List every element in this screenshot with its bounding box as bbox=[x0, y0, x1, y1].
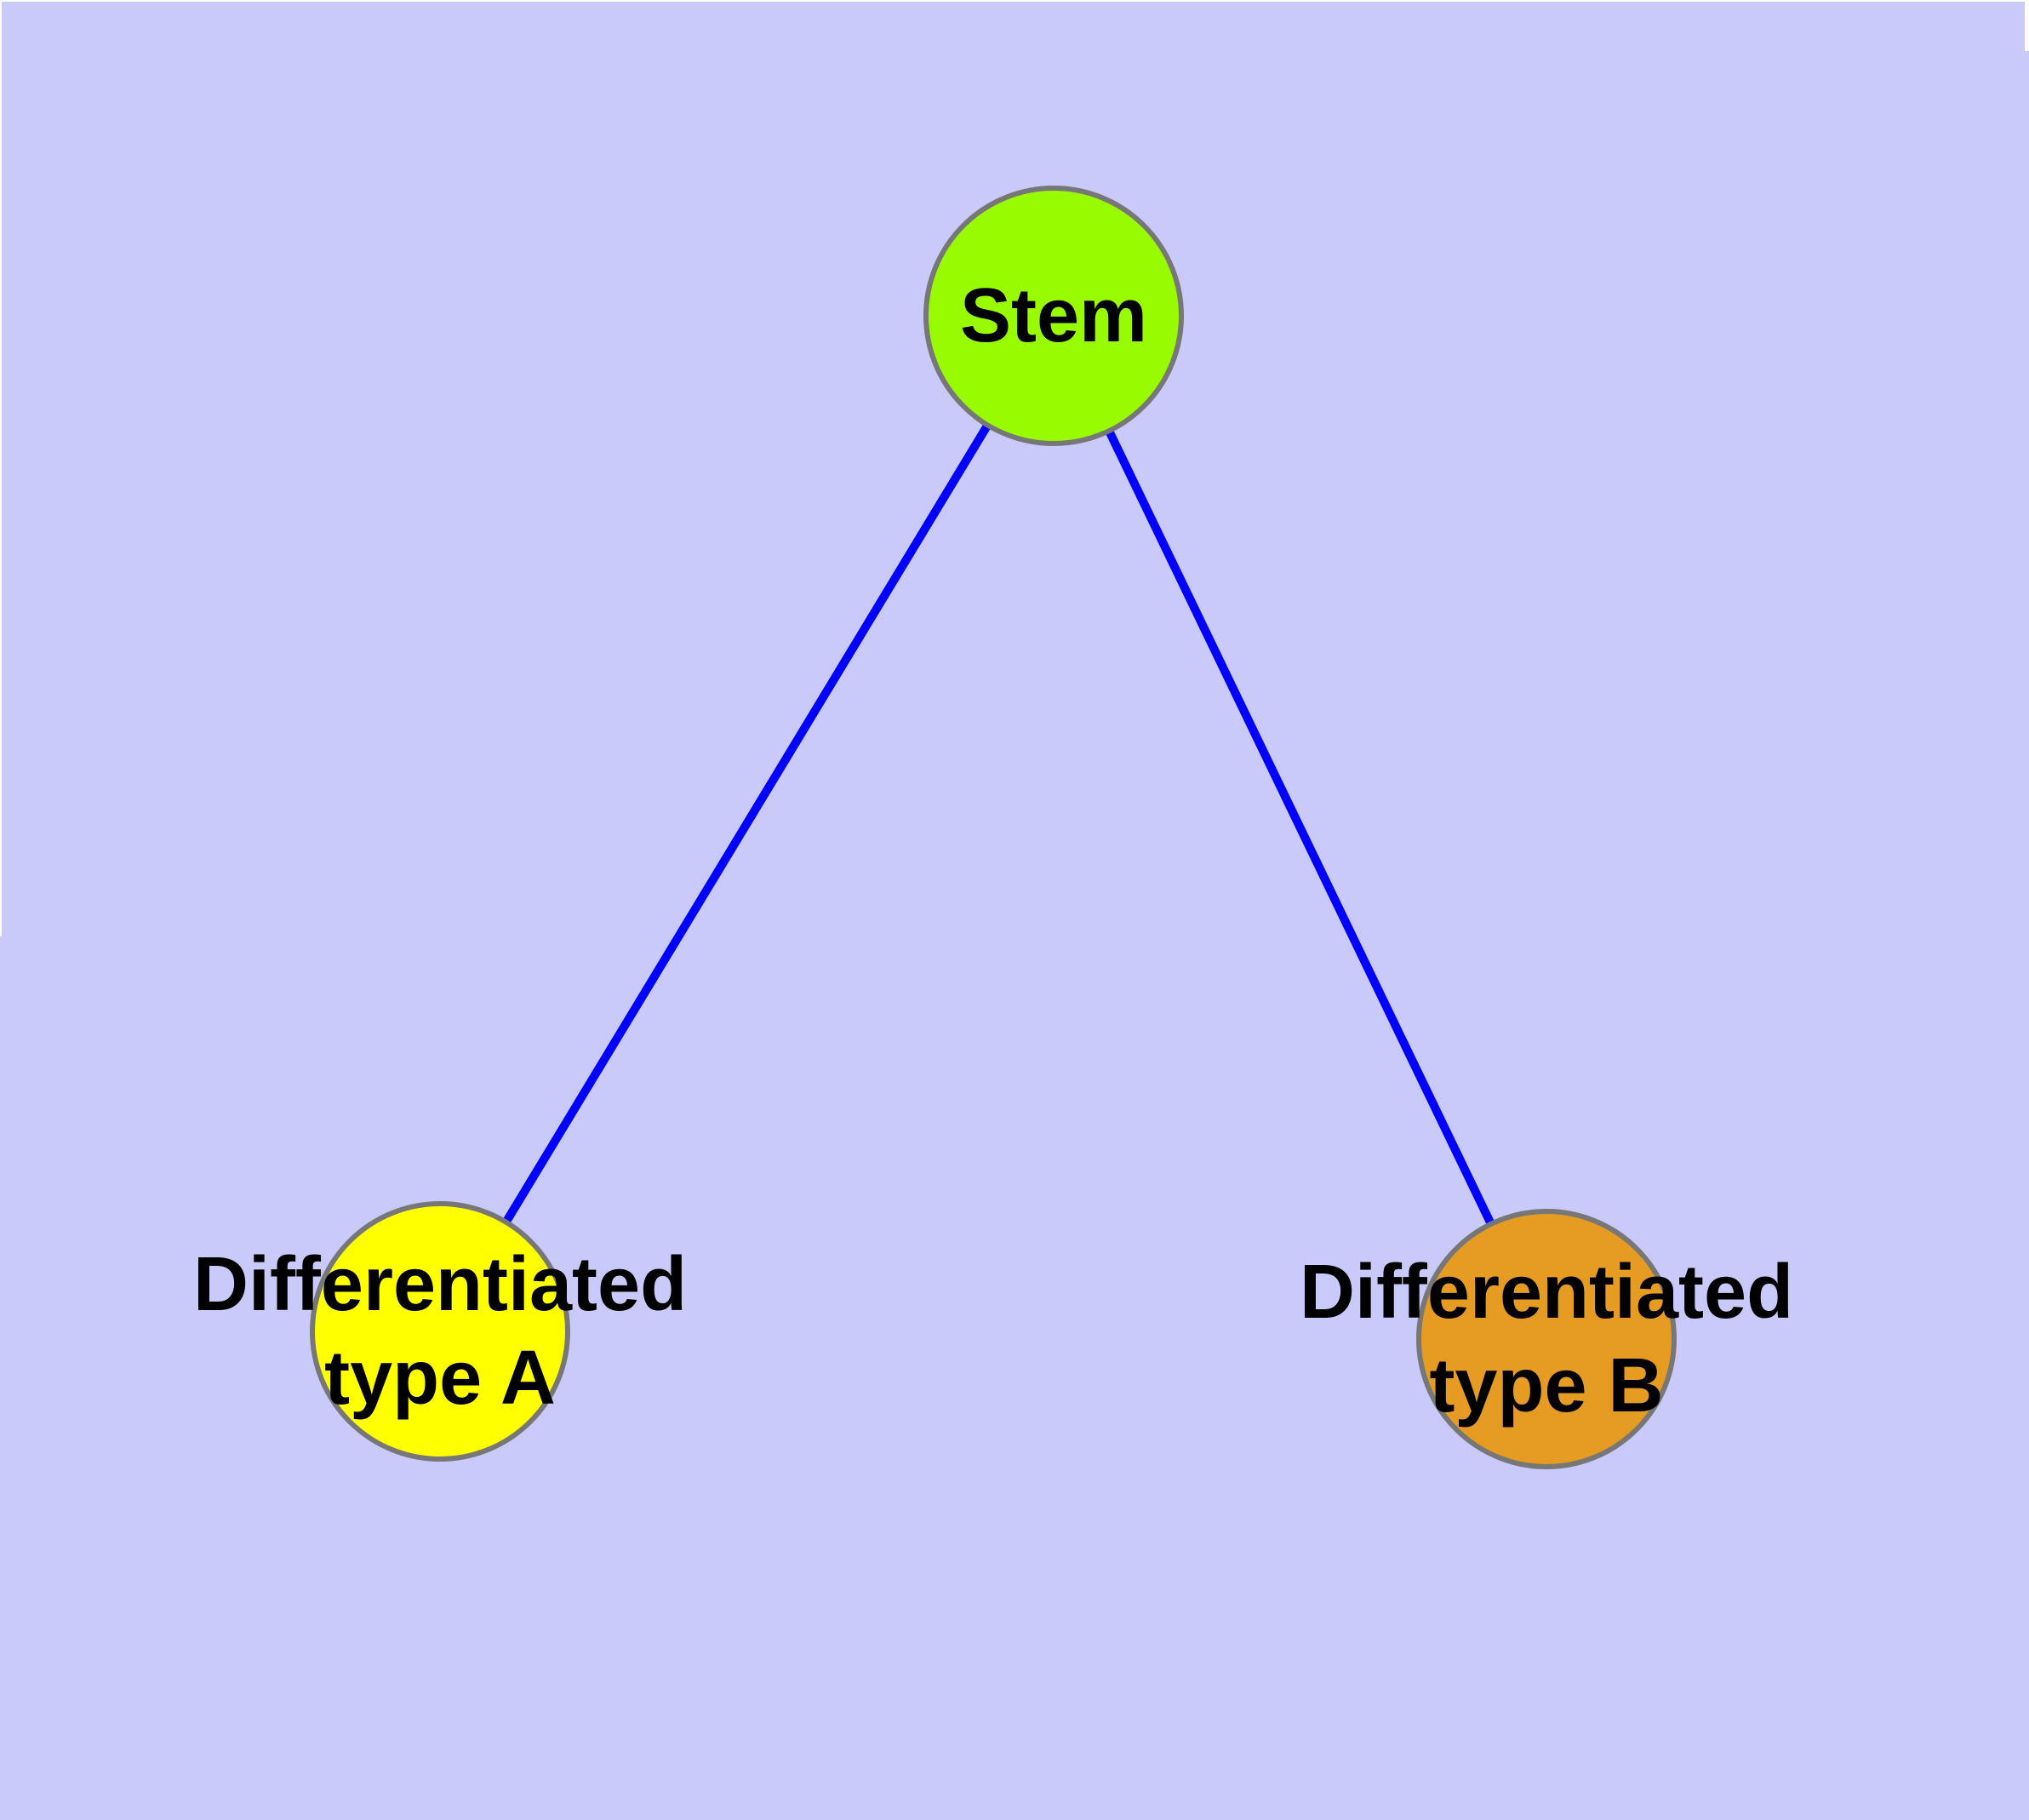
edge-stem-diff-b bbox=[1049, 313, 1551, 1342]
top-margin bbox=[0, 0, 2029, 2]
node-circle-diff-b bbox=[1416, 1209, 1677, 1469]
node-circle-stem bbox=[923, 186, 1184, 446]
edge-stem-diff-a bbox=[436, 313, 1058, 1334]
right-margin bbox=[2025, 0, 2029, 51]
left-margin bbox=[0, 0, 2, 936]
node-circle-diff-a bbox=[310, 1201, 570, 1462]
